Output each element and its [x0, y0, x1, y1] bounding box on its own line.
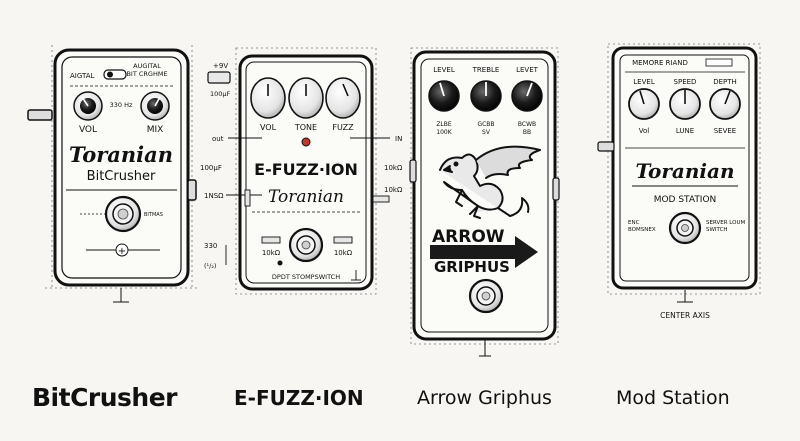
modstation-knob-label-3: DEPTH — [713, 78, 737, 86]
efuzzion-brand: Toranian — [268, 187, 344, 207]
res-right-label-1: 10kΩ — [384, 164, 403, 172]
tone-label: TONE — [294, 123, 317, 132]
modstation-knob-label-2: SPEED — [674, 78, 697, 86]
power-jack[interactable] — [207, 71, 231, 84]
arrow-graphic — [430, 236, 538, 268]
status-led — [301, 137, 311, 147]
modstation-switch-right-1: SERVER LOUM — [706, 220, 746, 226]
stompswitch-label: DPDT STOMPSWITCH — [272, 273, 340, 281]
modstation-sub-2: LUNE — [676, 127, 694, 135]
vol-label: VOL — [79, 125, 97, 135]
input-jack[interactable] — [27, 109, 53, 121]
bitcrusher-switch-note: BITMAS — [144, 212, 163, 218]
side-connector — [244, 189, 251, 207]
vol-knob-2[interactable] — [250, 77, 286, 119]
griphus-knob-label-2: TREBLE — [472, 66, 500, 74]
griphus-footswitch[interactable] — [468, 278, 504, 314]
griphus-brand-1: ARROW — [432, 227, 505, 247]
bitcrusher-mid-label: 330 Hz — [110, 101, 133, 109]
treble-knob[interactable] — [470, 80, 502, 112]
modstation-footswitch[interactable] — [668, 211, 702, 245]
modstation-switch-left-2: BOMSNEX — [628, 227, 656, 233]
griphus-knob-label-1: LEVEL — [433, 66, 455, 74]
griphus-knob-label-3: LEVET — [516, 66, 539, 74]
out-label: out — [212, 135, 224, 143]
griphus-sub-1a: ZLBE — [436, 121, 452, 128]
speed-knob[interactable] — [669, 88, 701, 120]
bitcrusher-top-label-2: AUGITAL — [133, 62, 161, 70]
griphus-sub-2b: SV — [482, 129, 491, 136]
caption-efuzzion: E-FUZZ·ION — [234, 386, 364, 410]
mix-label: MIX — [147, 125, 164, 135]
griphus-output-jack[interactable] — [552, 177, 560, 201]
res-330-label: 330 — [204, 242, 217, 250]
bitcrusher-footswitch[interactable] — [104, 195, 142, 233]
resistor-left — [261, 236, 281, 244]
tone-knob[interactable] — [288, 77, 324, 119]
bitcrusher-brand: Toranian — [69, 142, 173, 167]
modstation-model: MOD STATION — [654, 195, 717, 205]
modstation-knob-label-1: LEVEL — [633, 78, 655, 86]
levet-knob[interactable] — [511, 80, 543, 112]
efuzzion-title: E-FUZZ·ION — [254, 160, 358, 179]
center-axis-label: CENTER AXIS — [660, 311, 710, 320]
in-label: IN — [395, 135, 402, 143]
half-label: (¹/₂) — [204, 262, 216, 270]
pedal-efuzzion: +9V 100µF VOL TONE FUZZ out IN 100µF 10k… — [200, 47, 403, 295]
resistor-left-label: 10kΩ — [262, 249, 281, 257]
pedal-mod-station: MEMORE RIAND LEVEL SPEED DEPTH Vol LUNE … — [597, 43, 761, 320]
pedal-bitcrusher: AIGTAL AUGITAL BIT CRGHME 330 Hz VOL MIX… — [27, 45, 200, 303]
bitcrusher-model: BitCrusher — [87, 169, 156, 184]
caption-bitcrusher: BitCrusher — [32, 383, 178, 412]
caption-arrow-griphus: Arrow Griphus — [417, 387, 552, 409]
resistor-right-label: 10kΩ — [334, 249, 353, 257]
griphus-sub-2a: GCBB — [477, 121, 494, 128]
modstation-switch-right-2: SWITCH — [706, 227, 728, 233]
level-knob-4[interactable] — [628, 88, 660, 120]
modstation-switch-left-1: ENC — [628, 220, 640, 226]
fuzz-label: FUZZ — [332, 123, 354, 132]
griffin-illustration — [439, 145, 541, 219]
depth-knob[interactable] — [709, 88, 741, 120]
side-resistor — [372, 195, 390, 203]
bitcrusher-top-label-1: AIGTAL — [70, 72, 95, 80]
output-jack[interactable] — [187, 179, 197, 201]
bitcrusher-top-label-3: BIT CRGHME — [126, 70, 167, 78]
cap-left-label: 100µF — [200, 164, 222, 172]
caption-mod-station: Mod Station — [616, 387, 730, 409]
res-left-label: 1NSΩ — [204, 192, 224, 200]
pedal-arrow-griphus: LEVEL TREBLE LEVET ZLBE 100K GCBB SV BCW… — [409, 47, 560, 357]
res-right-label-2: 10kΩ — [384, 186, 403, 194]
griphus-brand-2: GRIPHUS — [434, 258, 510, 276]
modstation-indicator — [705, 58, 733, 67]
power-label: +9V — [213, 62, 228, 70]
resistor-right — [333, 236, 353, 244]
modstation-sub-1: Vol — [639, 127, 650, 135]
vol-label-2: VOL — [260, 123, 277, 132]
fuzz-knob[interactable] — [325, 77, 361, 119]
griphus-sub-3a: BCWB — [518, 121, 536, 128]
modstation-sub-3: SEVEE — [714, 127, 737, 135]
vol-knob[interactable] — [73, 91, 103, 121]
modstation-input-jack[interactable] — [597, 141, 615, 152]
level-knob[interactable] — [428, 80, 460, 112]
griphus-sub-3b: BB — [523, 129, 531, 136]
griphus-sub-1b: 100K — [436, 129, 452, 136]
efuzzion-footswitch[interactable] — [288, 227, 324, 263]
modstation-brand: Toranian — [635, 159, 734, 183]
mix-knob[interactable] — [140, 91, 170, 121]
bitcrusher-bottom-symbol: + — [118, 246, 126, 257]
cap-top-label: 100µF — [210, 90, 231, 98]
griphus-input-jack[interactable] — [409, 159, 417, 183]
modstation-header: MEMORE RIAND — [632, 59, 688, 67]
